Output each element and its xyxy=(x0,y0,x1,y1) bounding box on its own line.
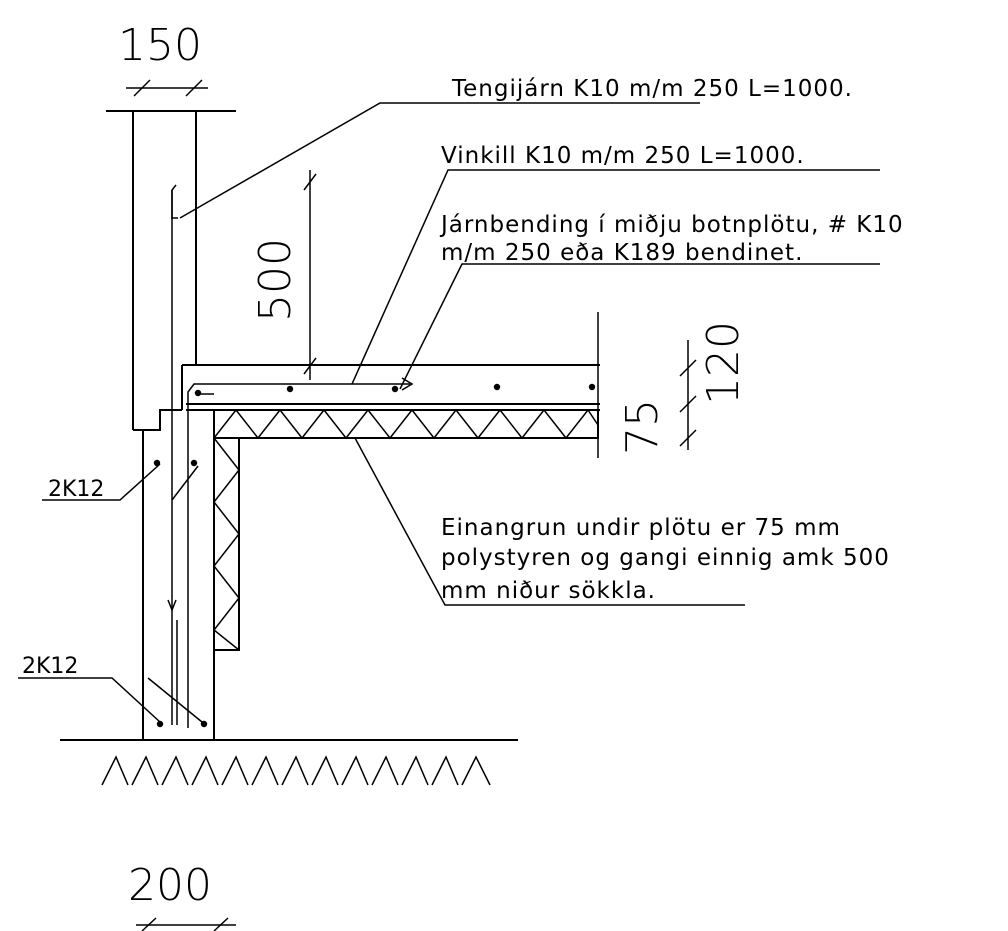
footing-insulation xyxy=(212,437,240,651)
upper-rebar-label: 2K12 xyxy=(48,477,104,502)
slab-reinforcement-line-1: Járnbending í miðju botnplötu, # K10 xyxy=(439,212,904,238)
annotation-tie-bars: Tengijárn K10 m/m 250 L=1000. xyxy=(179,76,853,219)
dimension-150-tick-left xyxy=(133,79,151,97)
rebar-dot xyxy=(286,385,294,393)
dimension-200-text: 200 xyxy=(128,860,212,911)
dimension-200: 200 xyxy=(128,860,236,931)
footing-insulation-outline xyxy=(213,437,240,651)
dimension-75-120: 75 120 xyxy=(617,321,749,455)
insulation-line-2: polystyren og gangi einnig amk 500 xyxy=(441,545,890,571)
upper-rebar-leader-1 xyxy=(42,463,161,501)
upper-rebar-leader-2 xyxy=(171,465,199,501)
rebar-dot xyxy=(156,720,164,728)
dimension-500: 500 xyxy=(250,170,317,380)
lower-rebar-leader-1 xyxy=(18,677,161,723)
annotation-angle-bars: Vinkill K10 m/m 250 L=1000. xyxy=(351,143,880,385)
insulation-leader xyxy=(354,437,745,606)
dimension-120-tick-bottom xyxy=(679,429,697,447)
annotation-slab-reinforcement: Járnbending í miðju botnplötu, # K10 m/m… xyxy=(399,212,904,390)
annotation-insulation: Einangrun undir plötu er 75 mm polystyre… xyxy=(354,437,890,606)
footing-insulation-zigzag xyxy=(212,437,240,651)
rebar-dot xyxy=(588,383,596,391)
wall-outer-bar-end xyxy=(167,599,177,613)
footing-step xyxy=(133,409,182,431)
rebar-dot xyxy=(200,720,208,728)
dimension-150: 150 xyxy=(118,20,208,97)
lower-rebar-leader-2 xyxy=(147,677,203,723)
dimension-150-tick-right xyxy=(185,79,203,97)
dimension-500-text: 500 xyxy=(250,238,301,322)
insulation-line-1: Einangrun undir plötu er 75 mm xyxy=(441,515,841,541)
annotation-upper-rebar: 2K12 xyxy=(42,463,199,502)
rebar-dot xyxy=(391,385,399,393)
slab-reinforcement-line-2: m/m 250 eða K189 bendinet. xyxy=(441,240,803,266)
rebar-sections xyxy=(153,383,596,728)
insulation-line-3: mm niður sökkla. xyxy=(441,578,656,604)
dimension-500-tick-top xyxy=(303,173,317,191)
dimension-150-text: 150 xyxy=(118,20,202,71)
slab-reinforcement-leader xyxy=(399,263,880,390)
dimension-500-tick-bottom xyxy=(303,357,317,375)
angle-bars-leader xyxy=(351,169,880,385)
wall-outline xyxy=(106,110,236,740)
rebar-dot xyxy=(194,389,202,397)
slab-insulation-zigzag xyxy=(213,408,599,440)
dimension-200-tick-left xyxy=(141,917,157,931)
tie-bars-label: Tengijárn K10 m/m 250 L=1000. xyxy=(451,76,853,102)
dimension-75-text: 75 xyxy=(617,399,668,455)
reinforcement xyxy=(167,184,414,728)
angle-bar xyxy=(187,383,410,728)
tie-bars-leader xyxy=(179,102,700,219)
dimension-120-text: 120 xyxy=(698,321,749,405)
dimension-200-tick-right xyxy=(213,917,229,931)
angle-bars-label: Vinkill K10 m/m 250 L=1000. xyxy=(441,143,805,169)
annotation-lower-rebar: 2K12 xyxy=(18,654,203,723)
rebar-dot xyxy=(493,383,501,391)
dimension-120-tick-top xyxy=(679,359,697,377)
ground xyxy=(60,739,518,786)
dimension-120-tick-mid xyxy=(679,395,697,413)
tie-bar-top-hook xyxy=(171,184,178,219)
lower-rebar-label: 2K12 xyxy=(22,654,78,679)
slab-insulation xyxy=(213,408,599,440)
ground-hatch xyxy=(101,755,491,786)
angle-bar-end-hook xyxy=(401,377,414,391)
rebar-dot xyxy=(190,459,198,467)
